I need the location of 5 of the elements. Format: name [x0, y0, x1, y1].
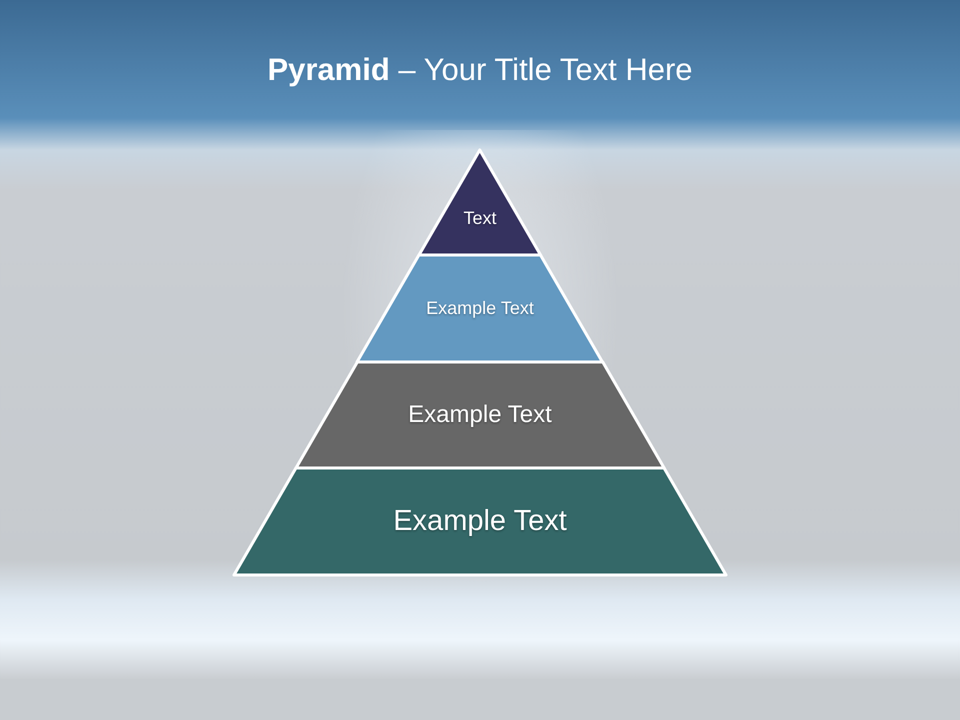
- tier-label: Example Text: [408, 401, 552, 429]
- tier-label: Example Text: [426, 298, 534, 319]
- slide-title: Pyramid – Your Title Text Here: [266, 52, 694, 88]
- tier-label: Text: [463, 206, 496, 229]
- tier-label: Example Text: [393, 505, 567, 538]
